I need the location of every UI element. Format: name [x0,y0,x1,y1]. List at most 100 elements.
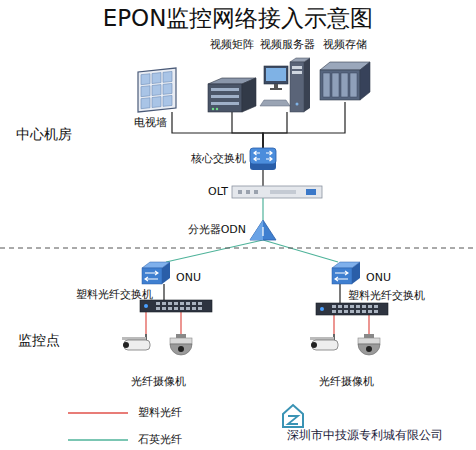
fiber-switch-icon [162,307,166,310]
video-server-icon [266,68,286,81]
camera-icons [123,342,129,348]
fiber-switch-icon [320,307,324,311]
splitter-icon [250,220,276,240]
fiber-switch-node: 塑料光纤交换机 [140,300,212,312]
video-matrix-icon [242,78,256,112]
video-matrix-icon [216,108,218,110]
fiber-switch-icon [362,310,366,313]
fiber-switch-icon [368,310,372,313]
video-storage-node: 视频存储 [320,62,370,102]
company-logo [283,405,303,427]
video-matrix-icon [211,95,239,98]
node-label: ONU [176,271,206,284]
tv-wall-icon [163,95,172,106]
camera-icons [310,337,334,340]
splitter-icon [250,220,276,240]
video-matrix-icon [211,88,239,91]
zone-label: 中心机房 [16,126,72,142]
camera-icons [311,342,317,348]
video-storage-icon [360,62,370,100]
camera-icons [170,344,192,355]
core-switch-icon [254,151,272,161]
legend-line-sample [68,413,128,440]
camera-icons [170,338,192,344]
video-server-icon [264,66,288,84]
video-server-icon [292,71,302,74]
fiber-switch-icon [344,305,348,308]
tv-wall-icon [141,74,150,85]
video-server-icon [296,103,299,106]
camera-icons [310,334,380,355]
fiber-switch-icon [338,305,342,308]
tv-wall-icon [138,68,176,112]
video-server-icon [260,58,310,112]
fiber-switch-icon [332,305,336,308]
company-logo [283,405,303,427]
onu-icon [162,262,170,284]
video-server-icon [274,84,278,88]
camera-icons [124,340,150,350]
fiber-connector [263,112,287,148]
fiber-switch-icon [368,305,372,308]
node-label: 视频服务器 [254,38,320,51]
fiber-switch-icon [338,310,342,313]
fiber-switch-icon [350,305,354,308]
core-switch-node: 核心交换机 [250,148,276,170]
fiber-switch-icon [174,302,178,305]
video-server-icon [290,62,304,112]
fiber-switch-icon [140,300,212,312]
node-label: 分光器ODN [158,223,246,236]
fiber-connector [263,240,338,262]
onu-icon [145,271,158,281]
onu-icon [142,268,162,284]
olt-device-icon [232,186,322,198]
camera-icons [358,344,380,355]
zone-divider [0,248,476,249]
olt-device-icon [238,190,242,194]
video-server-node: 视频服务器 [264,58,310,112]
camera-icons [364,334,374,338]
tv-wall-icon [163,71,172,82]
video-storage-icon [320,62,370,100]
fiber-connector [166,240,263,262]
fiber-switch-icon [198,302,202,305]
video-storage-icon [320,70,360,100]
onu-icon [332,262,360,284]
node-label: ONU [366,271,396,284]
fiber-switch-icon [316,303,388,315]
fiber-switch-icon [180,302,184,305]
node-label: 视频矩阵 [200,38,264,51]
legend-line-sample [68,439,128,440]
fiber-switch-icon [192,302,196,305]
camera-icons [176,334,186,338]
node-label: 核心交换机 [184,152,246,165]
node-label: 电视墙 [132,116,168,129]
onu-node: ONU [142,262,170,284]
fiber-connector [339,284,340,303]
fiber-switch-icon [174,307,178,310]
splitter-icon [262,227,263,236]
video-matrix-icon [208,84,242,112]
camera-icons [178,346,184,352]
legend-text: 塑料光纤 [138,406,182,419]
node-label: 视频存储 [313,38,377,51]
fiber-switch-icon [316,303,388,315]
video-server-icon [304,58,310,112]
node-label: 光纤摄像机 [304,375,388,388]
splitter-node: 分光器ODN [250,220,276,240]
fiber-switch-icon [344,310,348,313]
fiber-switch-icon [156,302,160,305]
video-storage-icon [341,73,348,97]
tv-wall-icon [152,73,161,84]
video-matrix-node: 视频矩阵 [208,78,256,112]
fiber-connector [262,198,263,220]
camera-group-node: 光纤摄像机 [308,334,384,368]
video-matrix-icon [211,102,239,105]
fiber-switch-icon [198,307,202,310]
fiber-switch-icon [186,302,190,305]
fiber-switch-icon [144,304,148,308]
olt-device-icon [246,190,250,194]
onu-icon [352,262,360,284]
fiber-switch-icon [374,310,378,313]
onu-icon [335,271,348,281]
